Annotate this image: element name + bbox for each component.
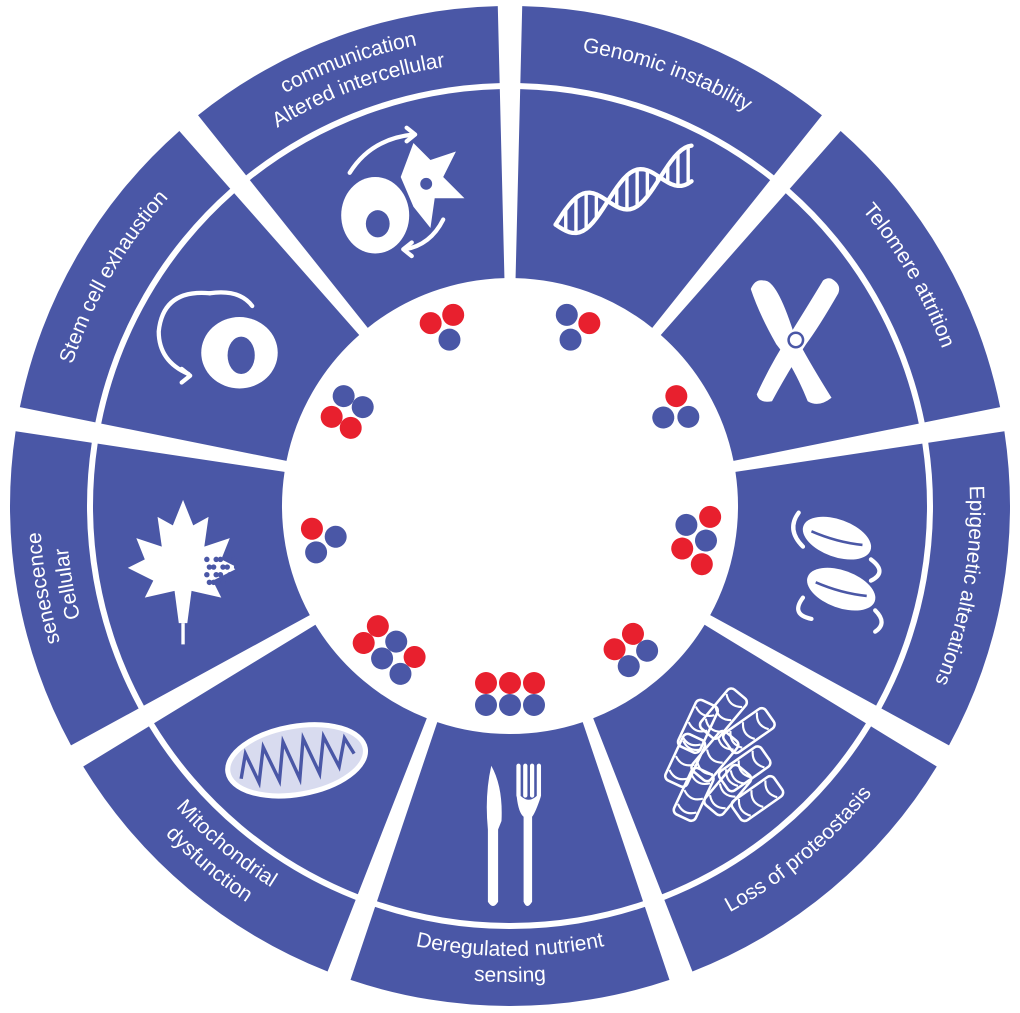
dot-red — [578, 312, 601, 335]
epigenetic-alterations-dot-cluster — [671, 505, 722, 576]
nucleosome-icon — [791, 510, 884, 634]
genomic-instability-dot-cluster — [555, 303, 601, 351]
dot-red — [621, 622, 644, 645]
label-band — [19, 130, 231, 423]
stem-cell-exhaustion-dot-cluster — [320, 385, 374, 439]
dot-red — [300, 517, 323, 540]
segment-loss-of-proteostasis: Loss of proteostasis — [593, 624, 937, 972]
dot-red — [671, 537, 694, 560]
dot-blue — [389, 662, 412, 685]
dot-blue — [305, 541, 328, 564]
dot-blue — [652, 406, 675, 429]
dna-icon — [553, 143, 694, 236]
mitochondrion-icon — [225, 722, 369, 799]
label-band — [664, 726, 937, 972]
loss-of-proteostasis-dot-cluster — [603, 622, 659, 678]
dot-blue — [324, 525, 347, 548]
icon-band — [515, 89, 771, 328]
deregulated-nutrient-sensing-dot-cluster — [475, 672, 545, 716]
label-band — [9, 431, 139, 746]
dot-red — [603, 638, 626, 661]
dot-blue — [555, 303, 578, 326]
dot-red — [442, 303, 465, 326]
label-band — [83, 726, 356, 972]
stem-cell-icon — [156, 290, 278, 389]
chromosome-icon — [750, 278, 840, 404]
dot-red — [352, 632, 375, 655]
dot-blue — [499, 694, 521, 716]
knife-fork-icon — [486, 763, 542, 906]
dot-blue — [636, 639, 659, 662]
label-band — [881, 431, 1010, 746]
telomere-attrition-dot-cluster — [652, 385, 700, 429]
dot-blue — [523, 694, 545, 716]
dots-layer — [300, 303, 722, 716]
dot-blue — [475, 694, 497, 716]
segment-epigenetic-alterations: Epigenetic alterations — [710, 431, 1010, 746]
label-band — [198, 6, 500, 176]
dot-blue — [351, 396, 374, 419]
dot-blue — [332, 385, 355, 408]
protein-aggregate-icon — [663, 687, 785, 823]
mitochondrial-dysfunction-dot-cluster — [352, 615, 426, 685]
label-band — [789, 130, 1001, 423]
dot-red — [403, 646, 426, 669]
icon-band — [376, 722, 644, 923]
dot-red — [699, 505, 722, 528]
dot-blue — [617, 655, 640, 678]
dot-red — [339, 416, 362, 439]
dot-red — [475, 672, 497, 694]
dot-red — [366, 615, 389, 638]
dot-red — [665, 385, 688, 408]
cell-communication-icon — [341, 125, 465, 259]
dot-blue — [385, 630, 408, 653]
icon-band — [593, 624, 866, 895]
dot-red — [320, 405, 343, 428]
deregulated-nutrient-sensing-label-line: sensing — [473, 963, 546, 987]
dot-blue — [675, 513, 698, 536]
dot-red — [690, 553, 713, 576]
maple-leaf-icon — [127, 499, 240, 645]
dot-red — [499, 672, 521, 694]
segment-stem-cell-exhaustion: Stem cell exhaustion — [19, 130, 360, 461]
dot-blue — [371, 647, 394, 670]
label-band — [350, 906, 670, 1006]
altered-intercellular-communication-dot-cluster — [419, 303, 465, 351]
label-band — [520, 6, 822, 176]
cellular-senescence-dot-cluster — [300, 517, 347, 564]
dot-blue — [677, 405, 700, 428]
dot-blue — [559, 328, 582, 351]
dot-blue — [694, 529, 717, 552]
dot-red — [419, 312, 442, 335]
dot-blue — [438, 328, 461, 351]
dot-red — [523, 672, 545, 694]
